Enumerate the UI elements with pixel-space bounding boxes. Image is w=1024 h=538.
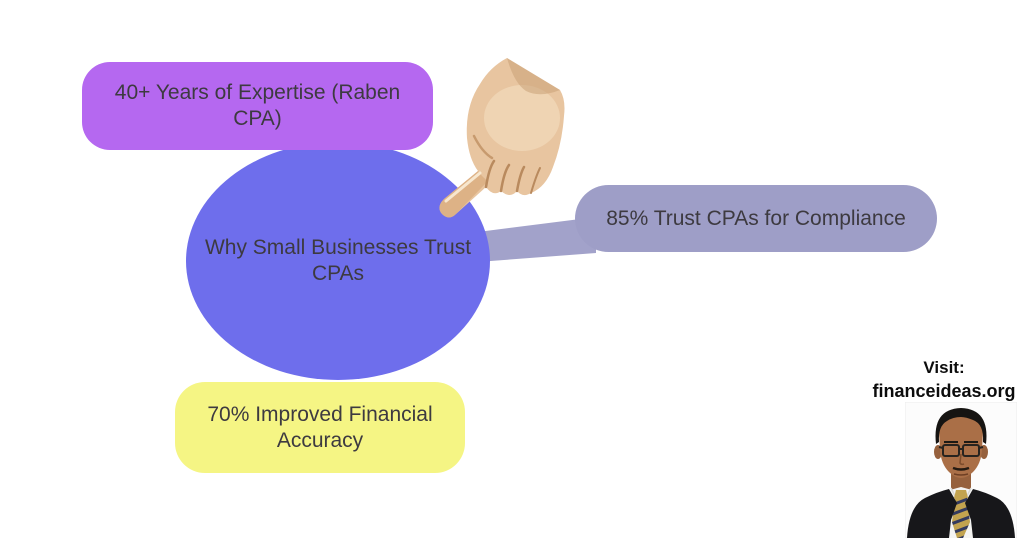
node-expertise: 40+ Years of Expertise (Raben CPA) — [82, 62, 433, 150]
node-compliance-label: 85% Trust CPAs for Compliance — [606, 206, 906, 230]
node-accuracy-label: 70% Improved Financial Accuracy — [207, 402, 433, 452]
visit-label: Visit: — [923, 358, 965, 377]
node-accuracy: 70% Improved Financial Accuracy — [175, 382, 465, 473]
portrait-photo — [905, 402, 1017, 538]
center-node: Why Small Businesses Trust CPAs — [186, 142, 490, 380]
site-url: financeideas.org — [872, 380, 1016, 401]
node-compliance: 85% Trust CPAs for Compliance — [575, 185, 937, 252]
footer-visit-block: Visit: financeideas.org — [870, 357, 1018, 403]
node-expertise-label: 40+ Years of Expertise (Raben CPA) — [114, 81, 401, 130]
center-node-label: Why Small Businesses Trust CPAs — [204, 236, 472, 285]
